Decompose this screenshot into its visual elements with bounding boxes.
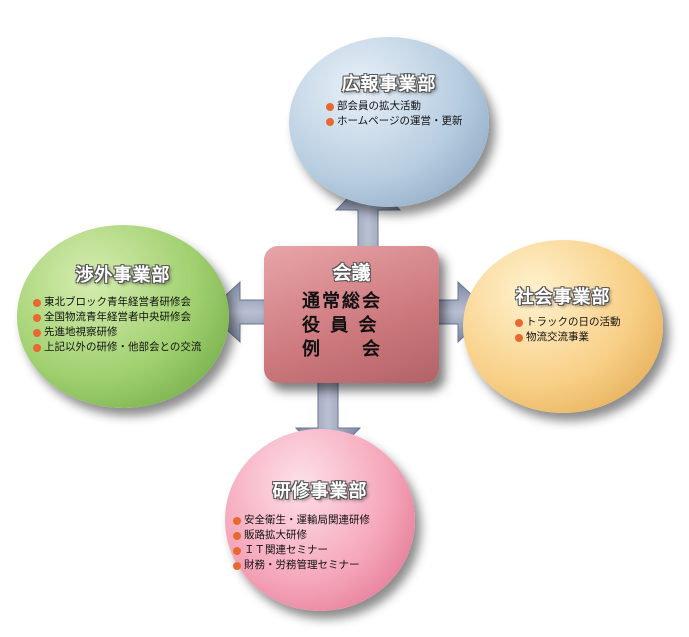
public-relations-list: 部会員の拡大活動 ホームページの運営・更新 bbox=[326, 99, 462, 129]
bullet-icon bbox=[515, 318, 523, 327]
list-item: 販路拡大研修 bbox=[233, 528, 370, 543]
bullet-icon bbox=[33, 343, 41, 352]
list-item: 安全衛生・運輸局関連研修 bbox=[233, 513, 370, 528]
training-title: 研修事業部 bbox=[272, 481, 368, 502]
training-node: 研修事業部 安全衛生・運輸局関連研修 販路拡大研修 ＩＴ関連セミナー 財務・労務… bbox=[225, 429, 415, 611]
external-affairs-list: 東北ブロック青年経営者研修会 全国物流青年経営者中央研修会 先進地視察研修 上記… bbox=[33, 295, 201, 355]
list-item: 東北ブロック青年経営者研修会 bbox=[33, 295, 201, 310]
bullet-icon bbox=[326, 117, 334, 126]
meetings-box: 会議 通常総会 役 員 会 例 会 bbox=[264, 246, 439, 383]
meeting-item: 通常総会 bbox=[302, 291, 382, 312]
list-item: ホームページの運営・更新 bbox=[326, 114, 462, 129]
meeting-item: 例 会 bbox=[302, 339, 382, 360]
bullet-icon bbox=[515, 333, 523, 342]
training-list: 安全衛生・運輸局関連研修 販路拡大研修 ＩＴ関連セミナー 財務・労務管理セミナー bbox=[233, 513, 370, 573]
social-affairs-title: 社会事業部 bbox=[515, 287, 611, 308]
external-affairs-title: 渉外事業部 bbox=[75, 265, 171, 286]
list-item: 先進地視察研修 bbox=[33, 325, 201, 340]
bullet-icon bbox=[233, 531, 241, 540]
public-relations-node: 広報事業部 部会員の拡大活動 ホームページの運営・更新 bbox=[289, 37, 489, 207]
public-relations-title: 広報事業部 bbox=[341, 74, 437, 95]
meetings-title: 会議 bbox=[332, 262, 371, 284]
bullet-icon bbox=[233, 546, 241, 555]
list-item: 上記以外の研修・他部会との交流 bbox=[33, 340, 201, 355]
bullet-icon bbox=[233, 516, 241, 525]
social-affairs-node: 社会事業部 トラックの日の活動 物流交流事業 bbox=[463, 240, 663, 413]
bullet-icon bbox=[33, 328, 41, 337]
bullet-icon bbox=[33, 313, 41, 322]
bullet-icon bbox=[33, 298, 41, 307]
list-item: トラックの日の活動 bbox=[515, 315, 621, 330]
social-affairs-list: トラックの日の活動 物流交流事業 bbox=[515, 315, 621, 345]
meetings-list: 通常総会 役 員 会 例 会 bbox=[302, 290, 382, 362]
meeting-item: 役 員 会 bbox=[302, 315, 379, 336]
list-item: 財務・労務管理セミナー bbox=[233, 558, 370, 573]
bullet-icon bbox=[233, 561, 241, 570]
list-item: 全国物流青年経営者中央研修会 bbox=[33, 310, 201, 325]
list-item: 部会員の拡大活動 bbox=[326, 99, 462, 114]
bullet-icon bbox=[326, 102, 334, 111]
external-affairs-node: 渉外事業部 東北ブロック青年経営者研修会 全国物流青年経営者中央研修会 先進地視… bbox=[17, 225, 229, 408]
list-item: 物流交流事業 bbox=[515, 330, 621, 345]
list-item: ＩＴ関連セミナー bbox=[233, 543, 370, 558]
